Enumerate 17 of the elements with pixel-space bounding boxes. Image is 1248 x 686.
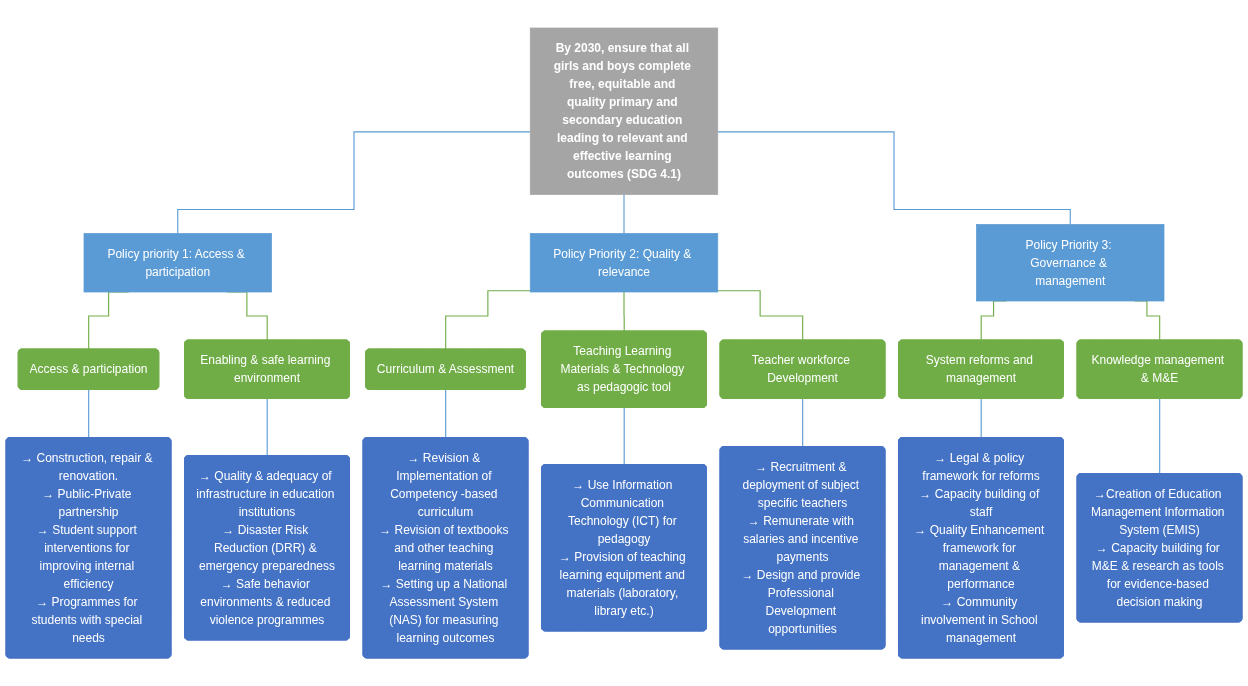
connector xyxy=(445,389,447,439)
connector xyxy=(1159,398,1161,475)
connector xyxy=(445,290,531,350)
node-box: Policy Priority 3: Governance & management xyxy=(976,224,1165,302)
node-box: Policy priority 1: Access & participation xyxy=(83,233,272,293)
node-box: Policy Priority 2: Quality & relevance xyxy=(529,233,719,293)
connector xyxy=(717,290,804,341)
connector xyxy=(717,131,1071,226)
connector xyxy=(266,398,268,457)
connector xyxy=(623,407,625,466)
connector xyxy=(802,398,804,448)
connector xyxy=(980,398,982,439)
connector xyxy=(623,291,625,332)
connector xyxy=(623,193,625,235)
connector xyxy=(88,389,90,439)
connector xyxy=(177,131,531,235)
node-box: By 2030, ensure that all girls and boys complete free, equitable and quality primary and secondary education leading to relevant and effective learning outcomes (SDG 4.1) xyxy=(529,27,719,195)
